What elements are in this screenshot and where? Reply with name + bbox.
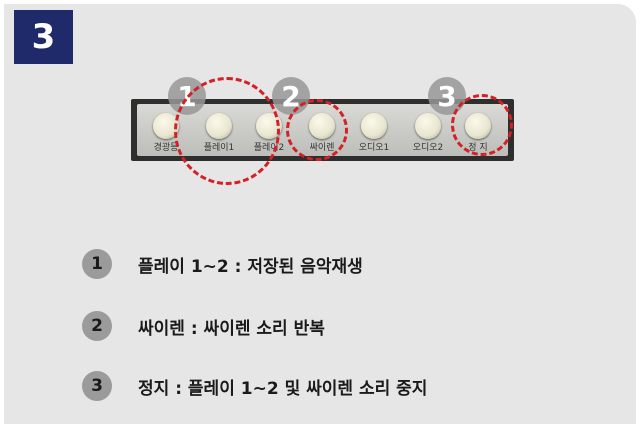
audio1-button[interactable] xyxy=(361,113,387,139)
legend-text-1: 플레이 1~2 : 저장된 음악재생 xyxy=(138,256,363,277)
legend-text-3: 정지 : 플레이 1~2 및 싸이렌 소리 중지 xyxy=(138,378,428,399)
legend-item-1: 1 플레이 1~2 : 저장된 음악재생 xyxy=(82,248,363,280)
highlight-ring-siren xyxy=(286,99,348,161)
legend-number-1: 1 xyxy=(82,249,112,279)
callout-3: 3 xyxy=(428,77,466,115)
legend-item-3: 3 정지 : 플레이 1~2 및 싸이렌 소리 중지 xyxy=(82,370,427,402)
legend-number-3: 3 xyxy=(82,371,112,401)
step-badge: 3 xyxy=(14,10,73,64)
legend-item-2: 2 싸이렌 : 싸이렌 소리 반복 xyxy=(82,310,325,342)
warning-light-label: 경광등 xyxy=(153,143,179,153)
content-card: 3 경광등 플레이1 플레이2 싸이렌 오디오1 오디오2 정 지 1 2 3 … xyxy=(4,4,636,424)
highlight-ring-play xyxy=(174,77,280,185)
legend-number-2: 2 xyxy=(82,311,112,341)
audio2-label: 오디오2 xyxy=(412,143,444,153)
highlight-ring-stop xyxy=(451,94,513,156)
legend-text-2: 싸이렌 : 싸이렌 소리 반복 xyxy=(138,318,325,339)
audio2-button[interactable] xyxy=(415,113,441,139)
audio1-label: 오디오1 xyxy=(358,143,390,153)
